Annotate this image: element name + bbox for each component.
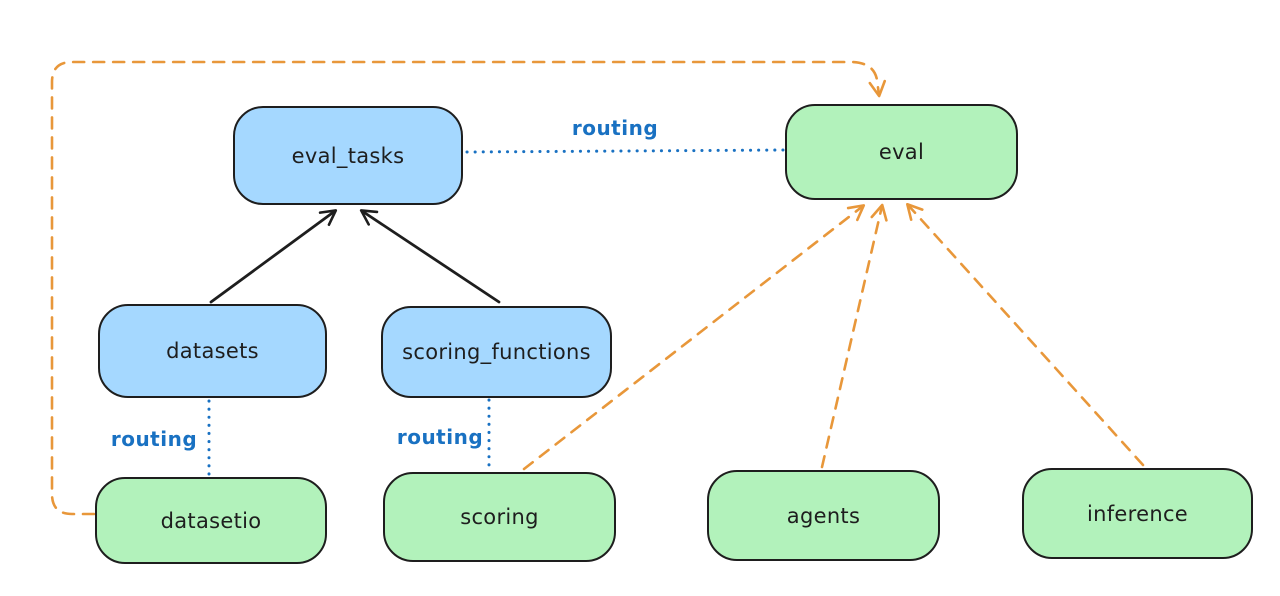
- node-eval-label: eval: [878, 140, 925, 164]
- node-datasetio-label: datasetio: [160, 508, 262, 533]
- edge-agents-to-eval: [820, 203, 888, 469]
- edge-inference-to-eval: [906, 202, 1145, 467]
- edge-datasetio-to-eval-loop: [50, 60, 887, 516]
- edge-label-routing-scoring: routing: [396, 425, 484, 449]
- node-datasetio: datasetio: [95, 477, 327, 564]
- node-scoring_functions: scoring_functions: [381, 306, 612, 398]
- node-eval: eval: [785, 104, 1018, 200]
- edge-label-routing-top: routing: [571, 116, 659, 140]
- node-agents-label: agents: [786, 503, 861, 528]
- edge-datasets-to-eval_tasks: [209, 209, 338, 304]
- edge-routing-eval_tasks-to-eval: [465, 148, 786, 154]
- edge-scoring-to-eval: [522, 204, 866, 471]
- node-eval_tasks: eval_tasks: [233, 106, 463, 205]
- node-agents: agents: [707, 470, 940, 561]
- node-datasets-label: datasets: [166, 339, 259, 363]
- node-scoring-label: scoring: [460, 505, 539, 529]
- node-inference-label: inference: [1086, 501, 1189, 526]
- node-datasets: datasets: [98, 304, 327, 398]
- node-scoring_functions-label: scoring_functions: [402, 340, 591, 364]
- node-eval_tasks-label: eval_tasks: [291, 143, 405, 168]
- node-scoring: scoring: [383, 472, 616, 562]
- edge-label-routing-datasets: routing: [110, 427, 198, 451]
- node-inference: inference: [1022, 468, 1253, 559]
- edge-scoring_functions-to-eval_tasks: [359, 209, 501, 304]
